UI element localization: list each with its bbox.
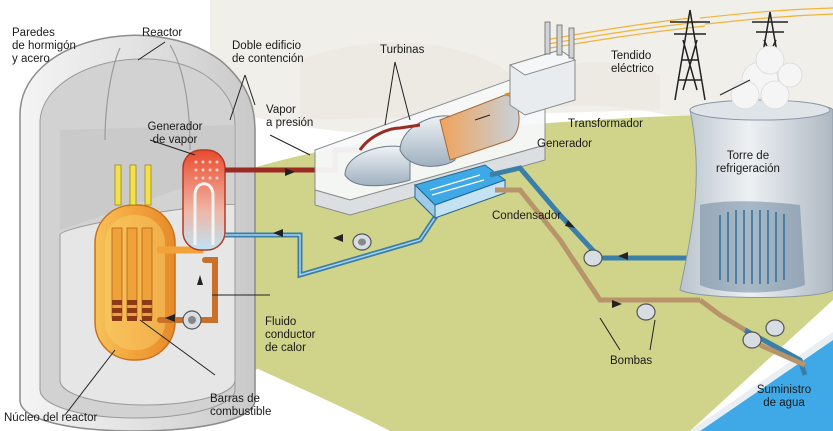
steam-generator: [182, 149, 226, 251]
label-generador-vapor: Generador de vapor: [147, 121, 203, 146]
label-generador: Generador: [537, 138, 592, 150]
label-torre: Torre de refrigeración: [716, 150, 780, 175]
cooling-pump-icon: [583, 249, 785, 349]
leader-lines: [64, 41, 751, 416]
feedwater-pump-icon: [352, 233, 372, 251]
turbine-hall: [314, 79, 546, 216]
reactor-core: [94, 164, 176, 361]
label-barras: Barras de combustible: [210, 393, 272, 418]
label-reactor: Reactor: [142, 27, 183, 39]
label-turbinas: Turbinas: [380, 44, 425, 56]
cooling-tower: [679, 45, 833, 298]
flow-arrows: [165, 168, 628, 322]
label-condensador: Condensador: [492, 210, 562, 222]
fuel-rods: [112, 300, 152, 321]
control-rods: [114, 164, 152, 206]
label-bombas: Bombas: [610, 355, 653, 367]
condenser: [414, 164, 507, 220]
transformer: [508, 21, 577, 116]
pylon-icon: [670, 9, 788, 101]
label-vapor: Vapor a presión: [266, 104, 314, 129]
label-suministro: Suministro de agua: [756, 384, 812, 409]
label-doble-edificio: Doble edificio de contención: [232, 40, 304, 65]
label-paredes: Paredes de hormigón y acero: [12, 27, 76, 65]
label-tendido: Tendido eléctrico: [611, 50, 654, 75]
feedwater-pipe-highlight: [225, 209, 441, 276]
label-transformador: Transformador: [568, 118, 643, 130]
label-fluido: Fluido conductor de calor: [265, 316, 316, 354]
label-nucleo: Núcleo del reactor: [4, 412, 98, 424]
primary-pump-icon: [182, 310, 202, 330]
